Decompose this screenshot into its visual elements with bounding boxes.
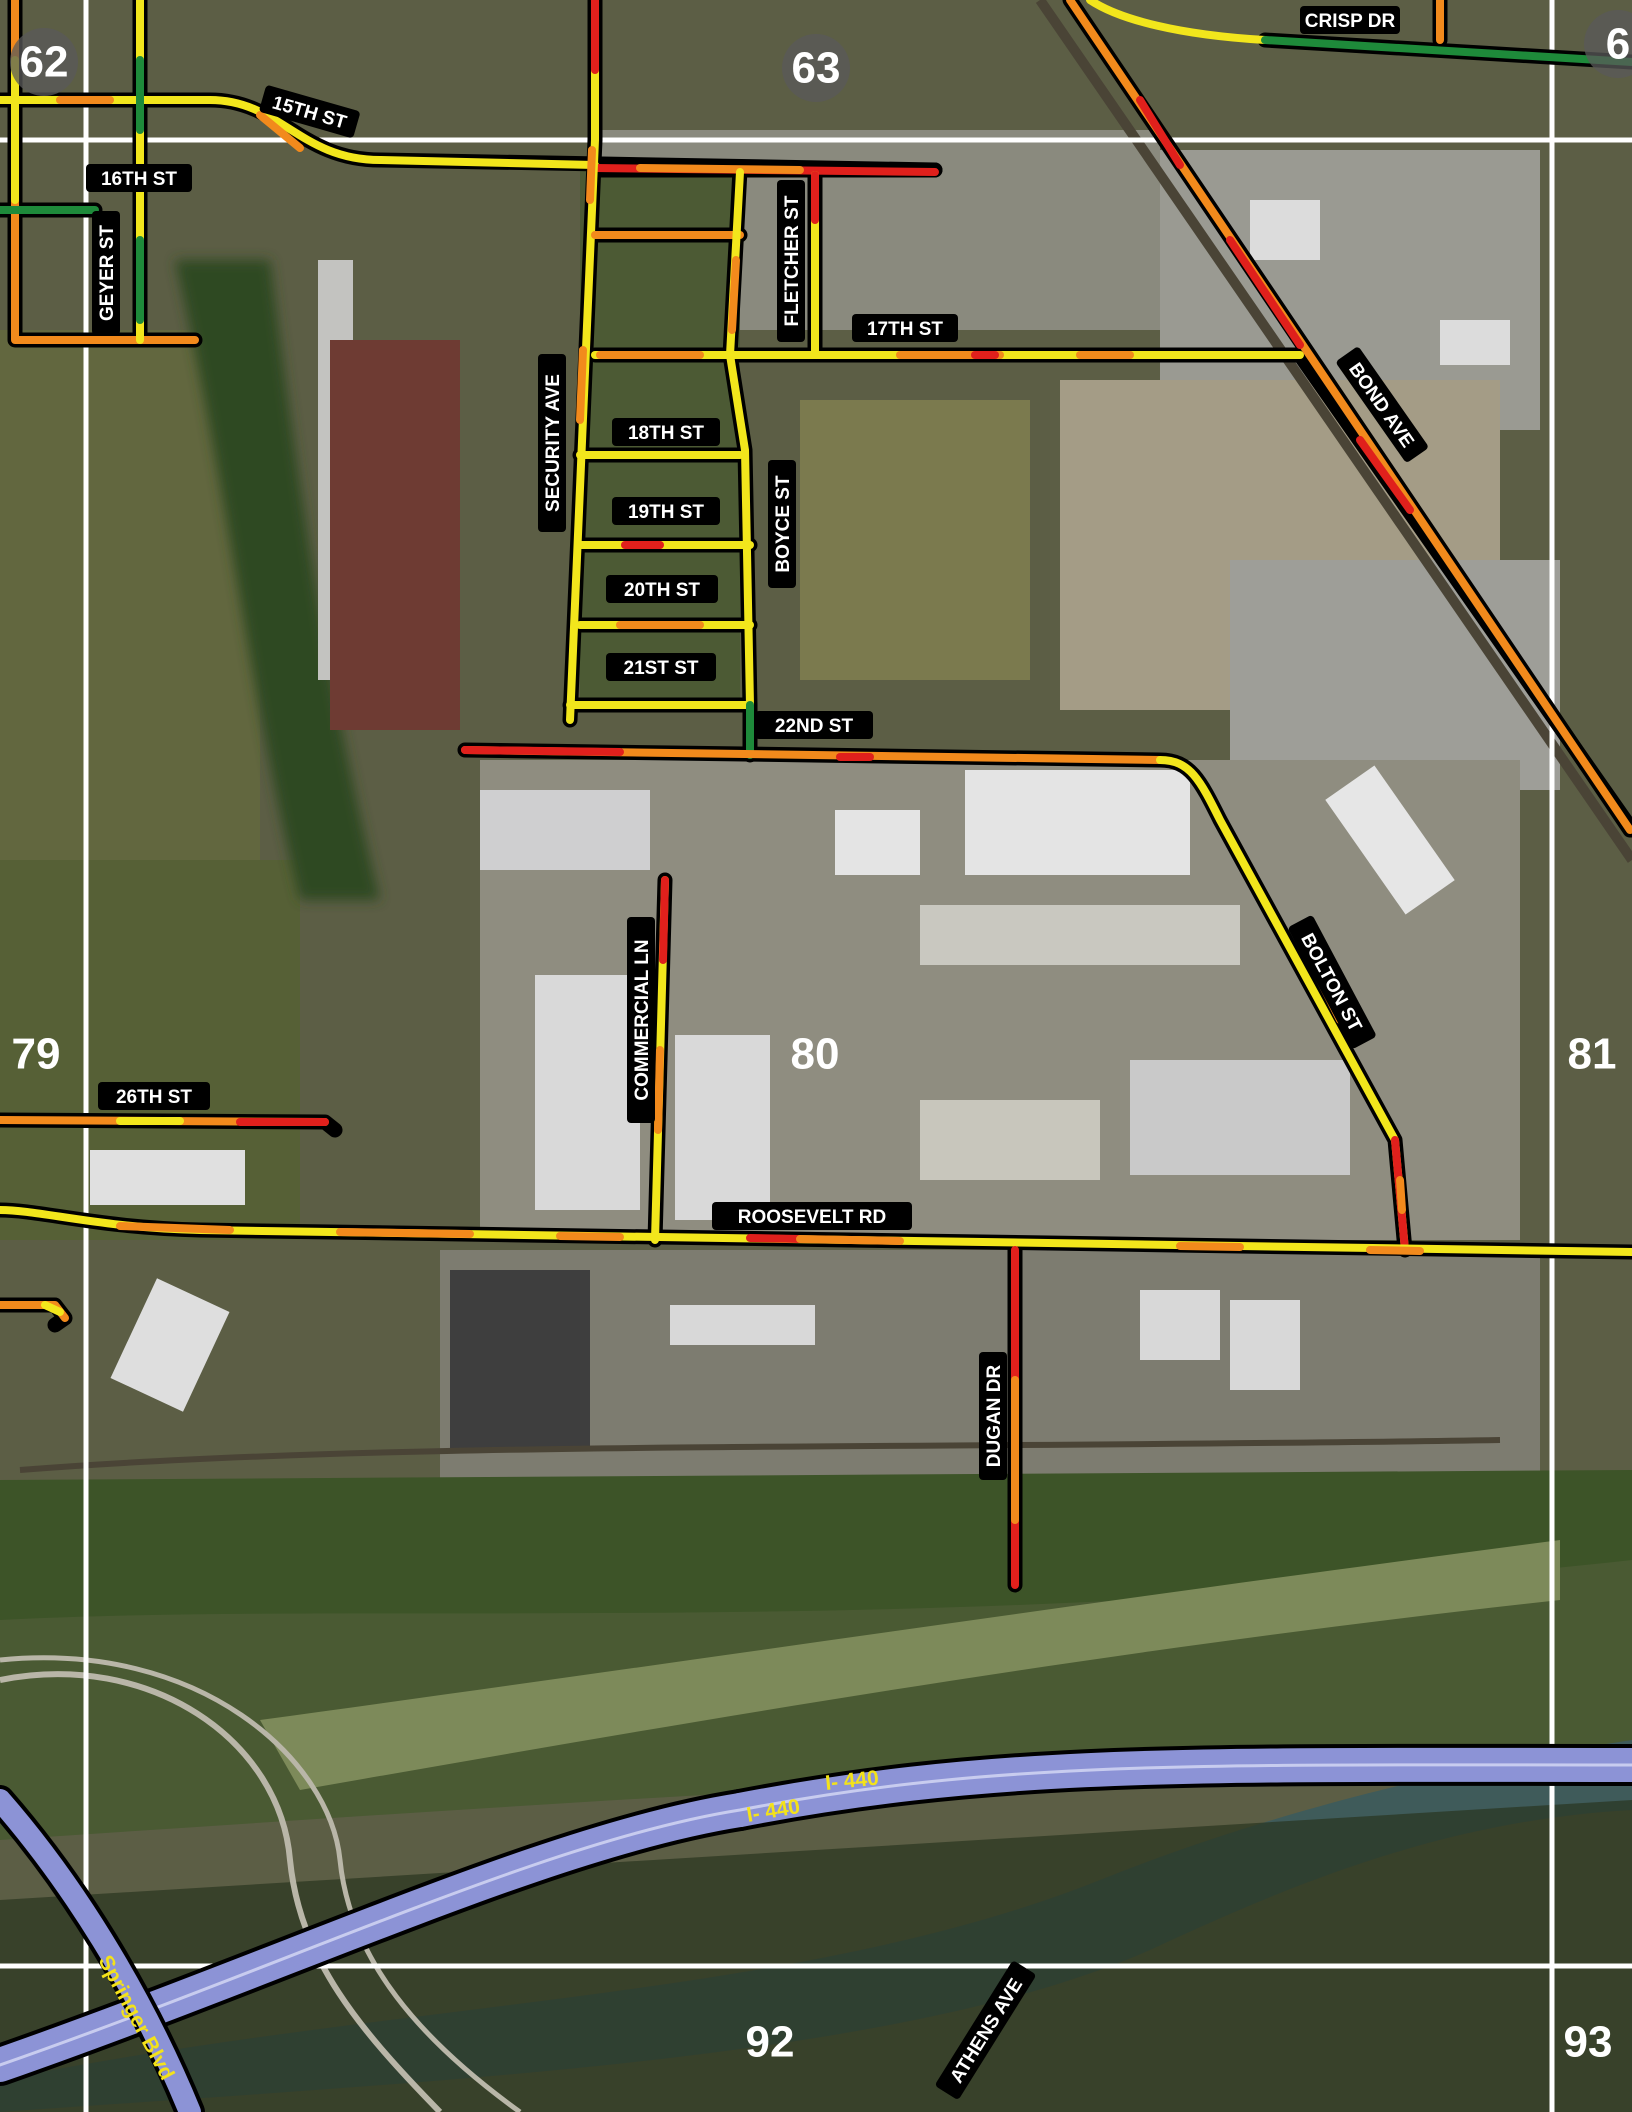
building [835,810,920,875]
svg-text:GEYER ST: GEYER ST [97,225,118,321]
label-roosevelt-rd: ROOSEVELT RD [712,1202,912,1230]
svg-text:22ND ST: 22ND ST [775,716,854,737]
label-18th-st: 18TH ST [612,418,720,446]
svg-text:CRISP DR: CRISP DR [1305,11,1396,32]
label-crisp-dr: CRISP DR [1300,6,1400,34]
building [920,905,1240,965]
svg-text:19TH ST: 19TH ST [628,502,704,523]
grid-cell-63: 63 [792,44,841,93]
label-20th-st: 20TH ST [606,575,718,603]
svg-text:FLETCHER ST: FLETCHER ST [782,195,803,326]
building [1130,1060,1350,1175]
grid-cell-81: 81 [1568,1030,1617,1079]
svg-text:21ST ST: 21ST ST [624,658,699,679]
building [90,1150,245,1205]
label-i440-east: I- 440 [824,1766,880,1794]
label-geyer-st: GEYER ST [92,211,120,335]
building [110,1278,230,1412]
label-dugan-dr: DUGAN DR [979,1352,1007,1480]
svg-text:ROOSEVELT RD: ROOSEVELT RD [738,1207,887,1228]
label-16th-st: 16TH ST [86,164,192,192]
label-17th-st: 17TH ST [852,314,958,342]
svg-text:20TH ST: 20TH ST [624,580,700,601]
building [670,1305,815,1345]
grid-cell-62: 62 [20,38,69,87]
label-fletcher-st: FLETCHER ST [777,180,805,342]
svg-text:18TH ST: 18TH ST [628,423,704,444]
building [535,975,640,1210]
building [1250,200,1320,260]
svg-text:COMMERCIAL LN: COMMERCIAL LN [632,939,653,1100]
grid-cell-64: 6 [1606,20,1630,69]
grid-cell-labels: 62 63 6 79 80 81 92 93 [10,10,1632,2067]
label-security-ave: SECURITY AVE [538,354,566,532]
label-commercial-ln: COMMERCIAL LN [627,917,655,1123]
svg-text:BOYCE ST: BOYCE ST [773,475,794,573]
svg-text:SECURITY AVE: SECURITY AVE [543,374,564,512]
svg-text:DUGAN DR: DUGAN DR [984,1365,1005,1468]
label-19th-st: 19TH ST [612,497,720,525]
grid-cell-79: 79 [12,1030,61,1079]
label-boyce-st: BOYCE ST [768,460,796,588]
building [1230,1300,1300,1390]
building [965,770,1190,875]
springer-blvd-road [0,1785,205,2112]
label-21st-st: 21ST ST [606,653,716,681]
svg-text:17TH ST: 17TH ST [867,319,943,340]
building [450,1270,590,1450]
label-26th-st: 26TH ST [98,1082,210,1110]
building [1325,765,1455,915]
building [330,340,460,730]
grid-cell-92: 92 [746,2018,795,2067]
building [920,1100,1100,1180]
svg-text:26TH ST: 26TH ST [116,1087,192,1108]
building [675,1035,770,1220]
label-22nd-st: 22ND ST [755,711,873,739]
building [1140,1290,1220,1360]
grid-cell-80: 80 [791,1030,840,1079]
building [1440,320,1510,365]
svg-text:16TH ST: 16TH ST [101,169,177,190]
grid-cell-93: 93 [1564,2018,1613,2067]
building [480,790,650,870]
i440-highway [0,1743,1632,2086]
